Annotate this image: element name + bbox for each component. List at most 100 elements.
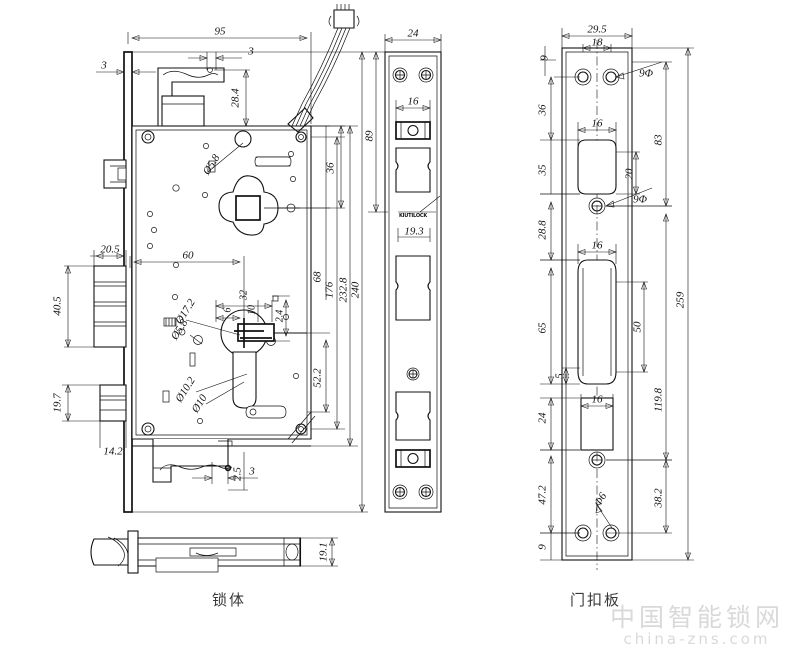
lock-case-inner xyxy=(135,129,308,436)
dim-95-line xyxy=(127,32,312,124)
dim-9phi-top-arrow xyxy=(615,72,625,80)
upper-deadbolt-grooves xyxy=(94,281,126,327)
dim-83: 83 xyxy=(653,134,665,146)
strike-plate-view: 29.5 18 9 9Φ 9Φ 36 16 xyxy=(537,24,694,570)
dim-24-arrows xyxy=(283,299,289,337)
dim-142-line xyxy=(99,421,127,448)
dim-89: 89 xyxy=(364,130,376,142)
dim-197-line xyxy=(62,384,100,422)
dim-60: 60 xyxy=(183,250,195,262)
dim-6: 6 xyxy=(222,308,233,313)
dim-5: 5 xyxy=(554,373,566,379)
dim-193-ext xyxy=(397,228,431,242)
dim-phi6-leader xyxy=(596,504,613,529)
dim-9-phi-mid: 9Φ xyxy=(633,194,648,206)
dim-32-arrows xyxy=(215,303,273,309)
dim-405-arrows xyxy=(65,265,71,348)
latch-shoe xyxy=(155,557,219,573)
dim-20-5: 20.5 xyxy=(100,244,120,256)
dim-2328-arrows xyxy=(347,125,353,447)
dim-60-arrows xyxy=(133,259,241,265)
dim-2-4: 2.4 xyxy=(274,310,285,323)
latch-bottom-view: 19.1 xyxy=(90,530,338,574)
connector-housing xyxy=(333,9,355,29)
dim-9-phi-top: 9Φ xyxy=(639,68,654,80)
spindle-square xyxy=(235,195,261,221)
strike-screw-mid xyxy=(588,197,606,215)
main-centre-slot xyxy=(395,255,431,321)
dim-472-arrows xyxy=(548,455,554,534)
dim-6-arrows xyxy=(215,315,241,321)
dim-9phi-top-leader xyxy=(615,61,663,78)
dim-16-face-arrows xyxy=(395,105,431,111)
dim-3-bottom: 3 xyxy=(248,466,255,478)
dim-d58-upper-leader xyxy=(207,142,244,173)
dim-16-upper-line xyxy=(577,122,617,146)
faceplate-brand-text: KIUTILOCK xyxy=(399,213,428,219)
dim-3-slot: 3 xyxy=(247,46,254,58)
dim-60-line xyxy=(129,256,245,322)
caption-lock-body: 锁体 xyxy=(212,591,247,609)
dim-95-arrows xyxy=(131,35,308,41)
lock-body-front-view xyxy=(93,4,360,513)
dim-29-5: 29.5 xyxy=(587,24,607,36)
dim-24-faceplate: 24 xyxy=(408,28,420,40)
dim-191-arrows xyxy=(329,537,335,567)
dim-16-upper: 16 xyxy=(592,118,604,130)
strike-upper-cutout xyxy=(577,139,617,195)
dim-9phi-mid-arrow xyxy=(605,200,615,208)
dim-32: 32 xyxy=(238,290,249,301)
latch-end-face xyxy=(299,537,302,567)
lower-bolt-grooves xyxy=(100,395,126,411)
dim-68: 68 xyxy=(312,271,324,283)
deadbolt-slot-lower xyxy=(395,391,431,441)
dim-16-lower-line xyxy=(580,394,614,414)
latch-window-lower-hole xyxy=(407,452,419,465)
dim-5-line xyxy=(562,367,580,384)
dim-16-main-line xyxy=(577,244,617,264)
connector-pins xyxy=(336,4,350,10)
dim-9phi-mid-leader xyxy=(605,187,653,207)
case-chamfer xyxy=(287,411,312,440)
dim-2-5: 2.5 xyxy=(232,467,244,481)
dim-284-line xyxy=(214,69,250,127)
dim-36-arrows xyxy=(338,125,344,209)
strike-lower-cutout xyxy=(580,397,614,451)
latch-window-upper-hole xyxy=(407,124,419,137)
dim-d10-leader xyxy=(205,381,245,405)
latch-cam-curve-2 xyxy=(113,537,129,555)
dim-24-face-line xyxy=(384,34,442,52)
dim-16-faceplate: 16 xyxy=(408,96,420,108)
cylinder-assembly xyxy=(220,309,307,409)
dim-382-arrows xyxy=(663,459,669,534)
dim-95: 95 xyxy=(215,26,227,38)
upper-latch-pill xyxy=(254,156,292,167)
dim-240-arrows xyxy=(359,51,365,513)
dim-191-line xyxy=(300,537,338,567)
dim-20-arrows xyxy=(633,151,639,195)
upper-deadbolt-body xyxy=(93,265,127,348)
dim-288-arrows xyxy=(548,201,554,261)
dim-89-line xyxy=(368,51,388,213)
upper-deadbolt xyxy=(93,265,127,348)
dim-18: 18 xyxy=(592,37,604,49)
dim-176-line xyxy=(311,136,345,430)
dim-205-arrows xyxy=(95,253,125,259)
dim-65-line xyxy=(540,259,580,385)
dim-1198-arrows xyxy=(663,213,669,461)
dim-14-2: 14.2 xyxy=(103,446,123,458)
brand-leader xyxy=(398,195,441,213)
dim-d102-leader xyxy=(195,373,248,393)
wire-harness xyxy=(287,4,360,133)
dim-18-arrows xyxy=(582,45,612,51)
dim-16-lower-arrows xyxy=(580,403,614,409)
dim-83-arrows xyxy=(663,61,669,207)
dim-3-bottom-arrows xyxy=(204,475,236,481)
case-chamfer-2 xyxy=(291,415,316,444)
dim-295-line xyxy=(561,28,633,48)
dim-52-2: 52.2 xyxy=(312,368,324,388)
faceplate-inner xyxy=(388,55,438,509)
dim-50: 50 xyxy=(632,321,644,333)
top-hook-pivot-hole xyxy=(207,67,213,73)
dim-9-top-line xyxy=(540,46,556,76)
